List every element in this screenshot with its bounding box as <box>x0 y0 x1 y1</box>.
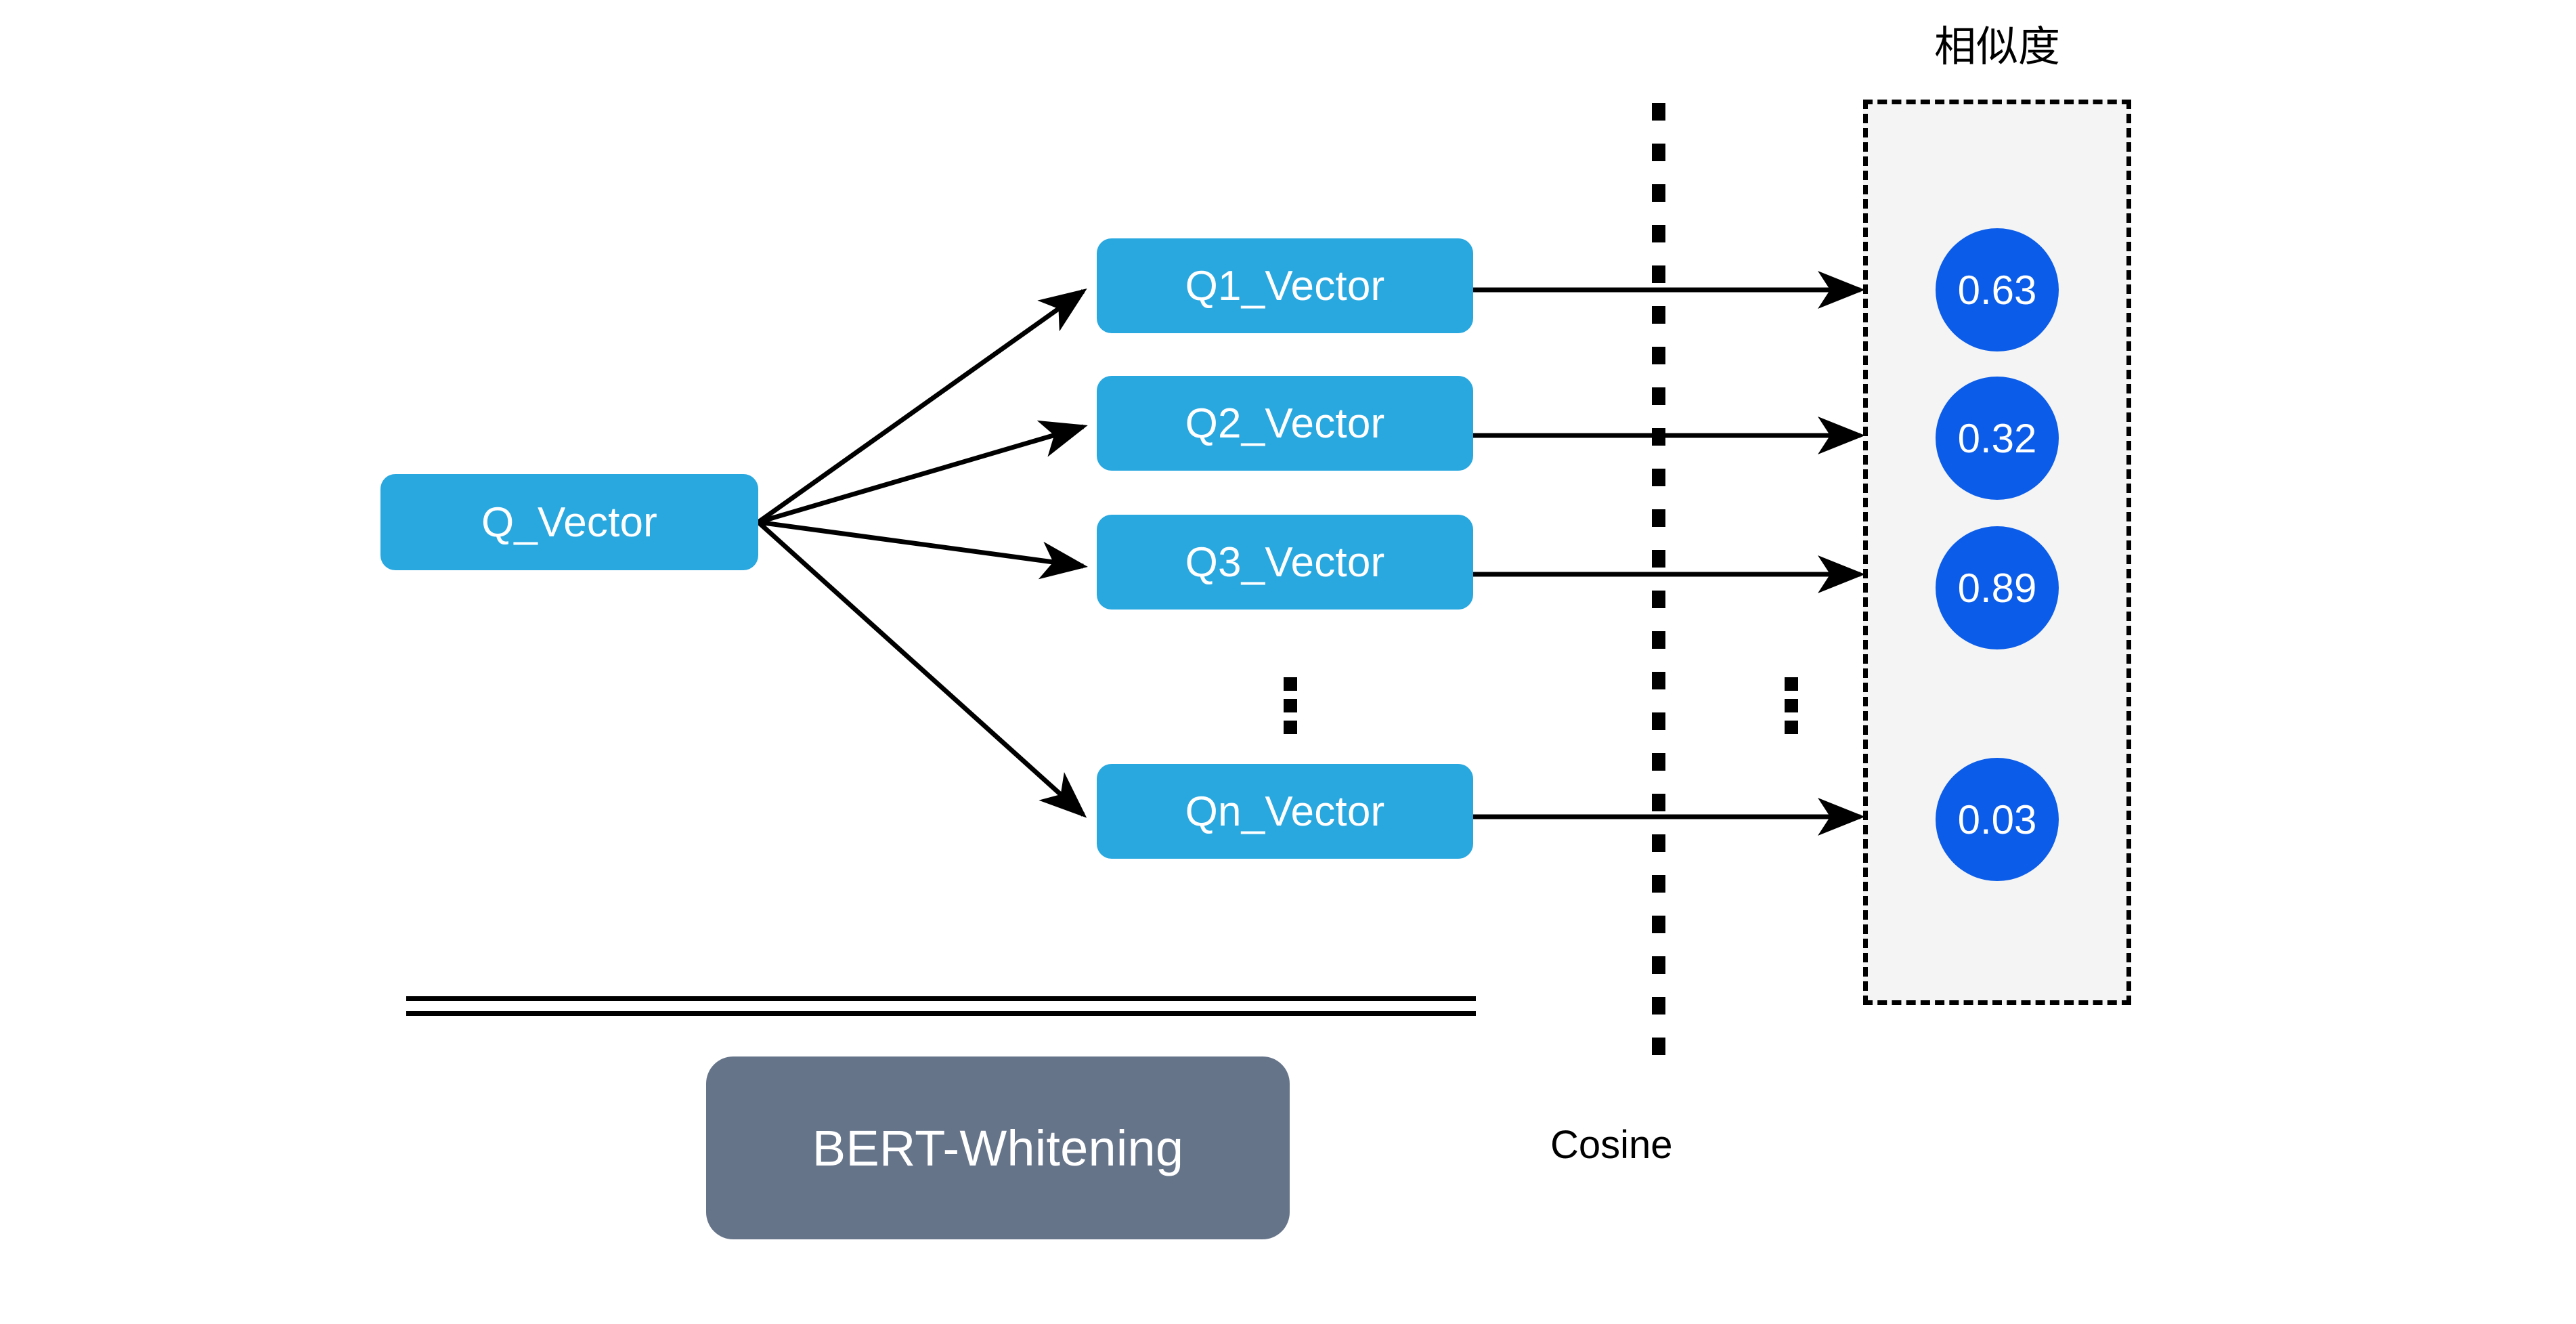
arrow-q-to-qn <box>756 520 1087 818</box>
similarity-arrows <box>1473 271 1865 836</box>
node-bert-whitening[interactable]: BERT-Whitening <box>706 1056 1290 1239</box>
score-value: 0.32 <box>1957 415 2037 461</box>
score-circle[interactable]: 0.89 <box>1936 526 2059 649</box>
score-value: 0.63 <box>1957 267 2037 313</box>
score-circle[interactable]: 0.63 <box>1936 228 2059 351</box>
vertical-ellipsis-icon-scores <box>1785 677 1798 734</box>
node-q2-vector[interactable]: Q2_Vector <box>1097 376 1473 471</box>
arrow-q-to-q3 <box>758 519 1088 580</box>
score-circle[interactable]: 0.03 <box>1936 758 2059 881</box>
node-q2-vector-label: Q2_Vector <box>1185 400 1385 447</box>
node-qn-vector-label: Qn_Vector <box>1185 788 1385 835</box>
node-q1-vector-label: Q1_Vector <box>1185 262 1385 309</box>
divider-rule-bottom <box>406 1011 1476 1016</box>
node-q3-vector[interactable]: Q3_Vector <box>1097 515 1473 610</box>
node-q-vector[interactable]: Q_Vector <box>380 474 758 570</box>
node-q3-vector-label: Q3_Vector <box>1185 538 1385 586</box>
ellipsis-dot <box>1785 721 1798 734</box>
vertical-ellipsis-icon-vectors <box>1284 677 1297 734</box>
ellipsis-dot <box>1284 677 1297 691</box>
divider-rule-top <box>406 996 1476 1001</box>
score-value: 0.89 <box>1957 565 2037 611</box>
node-q-vector-label: Q_Vector <box>481 498 658 546</box>
score-circle[interactable]: 0.32 <box>1936 377 2059 500</box>
node-bert-whitening-label: BERT-Whitening <box>812 1119 1184 1176</box>
node-qn-vector[interactable]: Qn_Vector <box>1097 764 1473 859</box>
score-value: 0.03 <box>1957 796 2037 842</box>
ellipsis-dot <box>1284 699 1297 712</box>
ellipsis-dot <box>1785 699 1798 712</box>
fanout-arrows <box>756 288 1088 818</box>
node-q1-vector[interactable]: Q1_Vector <box>1097 238 1473 333</box>
cosine-divider-label: Cosine <box>1550 1123 1673 1167</box>
ellipsis-dot <box>1284 721 1297 734</box>
arrow-q-to-q1 <box>756 288 1087 524</box>
ellipsis-dot <box>1785 677 1798 691</box>
similarity-panel-title: 相似度 <box>1934 22 2060 71</box>
arrow-q-to-q2 <box>758 420 1088 525</box>
